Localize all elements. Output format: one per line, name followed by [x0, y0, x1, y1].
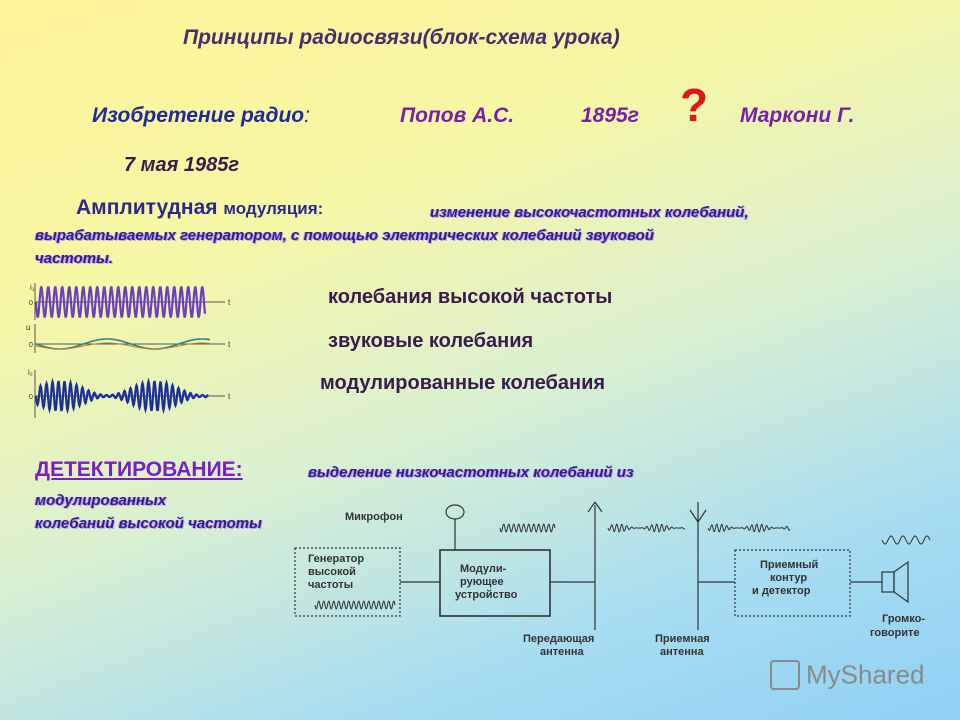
modulator-label-3: устройство — [455, 589, 518, 601]
diagram-wave-speaker — [881, 535, 931, 545]
modulator-label-2: рующее — [460, 576, 504, 588]
page-title: Принципы радиосвязи(блок-схема урока) — [183, 26, 620, 49]
diagram-wave-rx — [707, 523, 791, 533]
invention-year: 1895г — [581, 104, 639, 127]
detection-heading: ДЕТЕКТИРОВАНИЕ: — [35, 458, 243, 481]
microphone-label: Микрофон — [345, 511, 403, 523]
modulator-label-1: Модули- — [460, 563, 507, 575]
question-mark: ? — [680, 79, 709, 131]
tx-antenna-label-2: антенна — [540, 646, 585, 658]
generator-label-3: частоты — [308, 579, 353, 591]
receiver-label-1: Приемный — [760, 559, 818, 571]
modulation-heading: Амплитудная модуляция: — [76, 196, 324, 219]
axis-u-label: u — [26, 323, 30, 332]
generator-label-2: высокой — [308, 566, 356, 578]
diagram-wave-tx — [607, 523, 686, 533]
high-frequency-label: колебания высокой частоты — [328, 286, 613, 308]
rx-antenna-label-1: Приемная — [655, 633, 710, 645]
sound-oscillations-label: звуковые колебания — [328, 330, 534, 352]
popov-name: Попов А.С. — [400, 104, 515, 127]
watermark-logo: MyShared — [770, 658, 925, 691]
receiver-box — [734, 549, 851, 617]
oscillation-graphs: i₁ u i₂ t t t 0 0 0 — [26, 283, 231, 418]
marconi-name: Маркони Г. — [740, 104, 855, 127]
axis-zero-label-3: 0 — [29, 394, 33, 401]
diagram-wave-mic — [499, 523, 556, 533]
axis-i2-label: i₂ — [28, 368, 33, 377]
detection-definition-line2: модулированных — [35, 492, 167, 509]
block-diagram: Микрофон Генератор высокой частоты Модул… — [294, 501, 931, 658]
receiver-label-3: и детектор — [752, 585, 811, 597]
invention-date: 7 мая 1985г — [124, 154, 240, 176]
axis-zero-label-2: 0 — [29, 342, 33, 349]
sound-wave-shadow — [35, 342, 211, 350]
detection-definition-line3: колебаний высокой частоты — [35, 515, 262, 532]
modulated-oscillations-label: модулированные колебания — [320, 372, 606, 394]
invention-label: Изобретение радио: — [92, 104, 310, 127]
receiver-label-2: контур — [770, 572, 807, 584]
axis-t-label-1: t — [228, 298, 231, 307]
modulator-box — [439, 549, 551, 617]
high-frequency-wave — [34, 286, 207, 318]
axis-zero-label-1: 0 — [29, 300, 33, 307]
generator-box — [294, 547, 401, 617]
axis-t-label-2: t — [228, 340, 231, 349]
speaker-label-1: Громко- — [882, 613, 925, 625]
modulation-definition-line1: изменение высокочастотных колебаний, — [430, 204, 749, 221]
rx-antenna-label-2: антенна — [660, 646, 705, 658]
modulated-wave — [34, 377, 209, 415]
diagram-wave-generator — [314, 600, 396, 610]
speaker-icon — [881, 571, 895, 593]
axis-i1-label: i₁ — [30, 283, 35, 292]
detection-definition-line1: выделение низкочастотных колебаний из — [308, 464, 634, 481]
speaker-label-2: говорите — [870, 627, 919, 639]
generator-label-1: Генератор — [308, 553, 364, 565]
microphone-icon — [445, 504, 465, 520]
modulation-definition-line2: вырабатываемых генератором, с помощью эл… — [35, 227, 654, 244]
modulation-definition-line3: частоты. — [35, 250, 114, 267]
logo-icon — [770, 660, 800, 691]
tx-antenna-label-1: Передающая — [523, 633, 594, 645]
axis-t-label-3: t — [228, 392, 231, 401]
